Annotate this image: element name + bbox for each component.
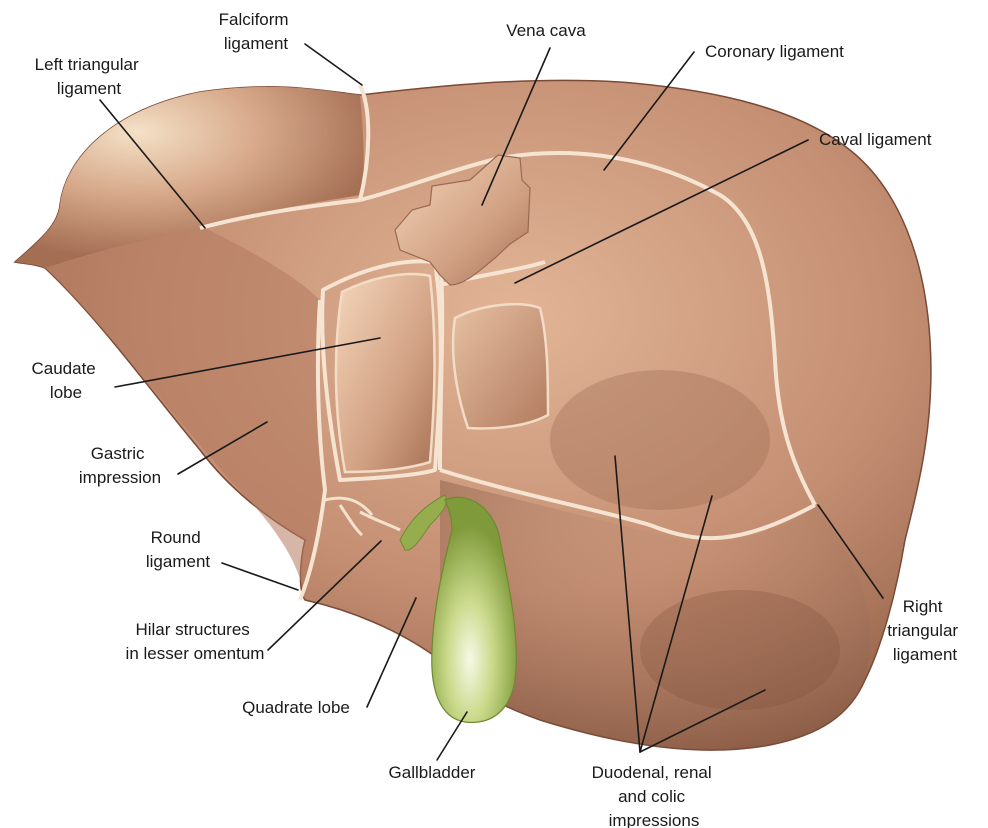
- label-vena-cava: Vena cava: [506, 21, 586, 40]
- label-caudate: Caudate lobe: [31, 359, 100, 402]
- label-quadrate: Quadrate lobe: [242, 698, 350, 717]
- leader-falciform: [305, 44, 362, 85]
- label-gastric: Gastric impression: [79, 444, 161, 487]
- bare-area-block: [453, 304, 548, 428]
- leader-gallbladder: [437, 712, 467, 760]
- colic-impression: [640, 590, 840, 710]
- caudate-lobe: [336, 274, 435, 472]
- label-right-triangular: Right triangular ligament: [887, 597, 963, 664]
- label-duodenal: Duodenal, renal and colic impressions: [592, 763, 717, 828]
- label-coronary: Coronary ligament: [705, 42, 844, 61]
- label-left-triangular: Left triangular ligament: [35, 55, 144, 98]
- label-falciform: Falciform ligament: [219, 10, 294, 53]
- label-hilar: Hilar structures in lesser omentum: [126, 620, 265, 663]
- label-gallbladder: Gallbladder: [389, 763, 476, 782]
- renal-impression: [550, 370, 770, 510]
- leader-round: [222, 563, 298, 590]
- label-round: Round ligament: [146, 528, 211, 571]
- label-caval: Caval ligament: [819, 130, 932, 149]
